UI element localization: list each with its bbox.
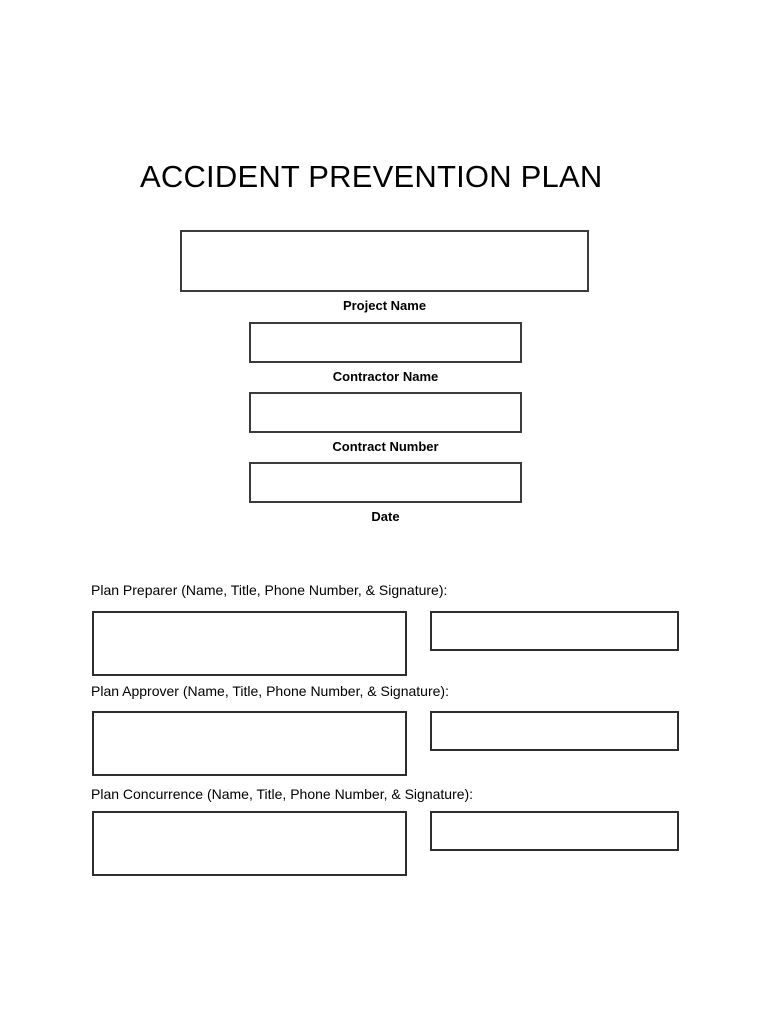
plan-concurrence-label: Plan Concurrence (Name, Title, Phone Num… [91,786,474,802]
contractor-name-label: Contractor Name [332,369,439,384]
plan-preparer-details-field[interactable] [92,611,407,676]
date-label: Date [371,509,400,524]
plan-approver-signature-field[interactable] [430,711,679,751]
page-title: ACCIDENT PREVENTION PLAN [140,159,603,194]
project-name-label: Project Name [342,298,427,313]
project-name-field[interactable] [180,230,589,292]
contract-number-field[interactable] [249,392,522,433]
plan-approver-details-field[interactable] [92,711,407,776]
date-field[interactable] [249,462,522,503]
plan-preparer-signature-field[interactable] [430,611,679,651]
plan-concurrence-details-field[interactable] [92,811,407,876]
plan-approver-label: Plan Approver (Name, Title, Phone Number… [91,683,449,699]
plan-concurrence-signature-field[interactable] [430,811,679,851]
contractor-name-field[interactable] [249,322,522,363]
plan-preparer-label: Plan Preparer (Name, Title, Phone Number… [91,582,448,598]
contract-number-label: Contract Number [332,439,439,454]
